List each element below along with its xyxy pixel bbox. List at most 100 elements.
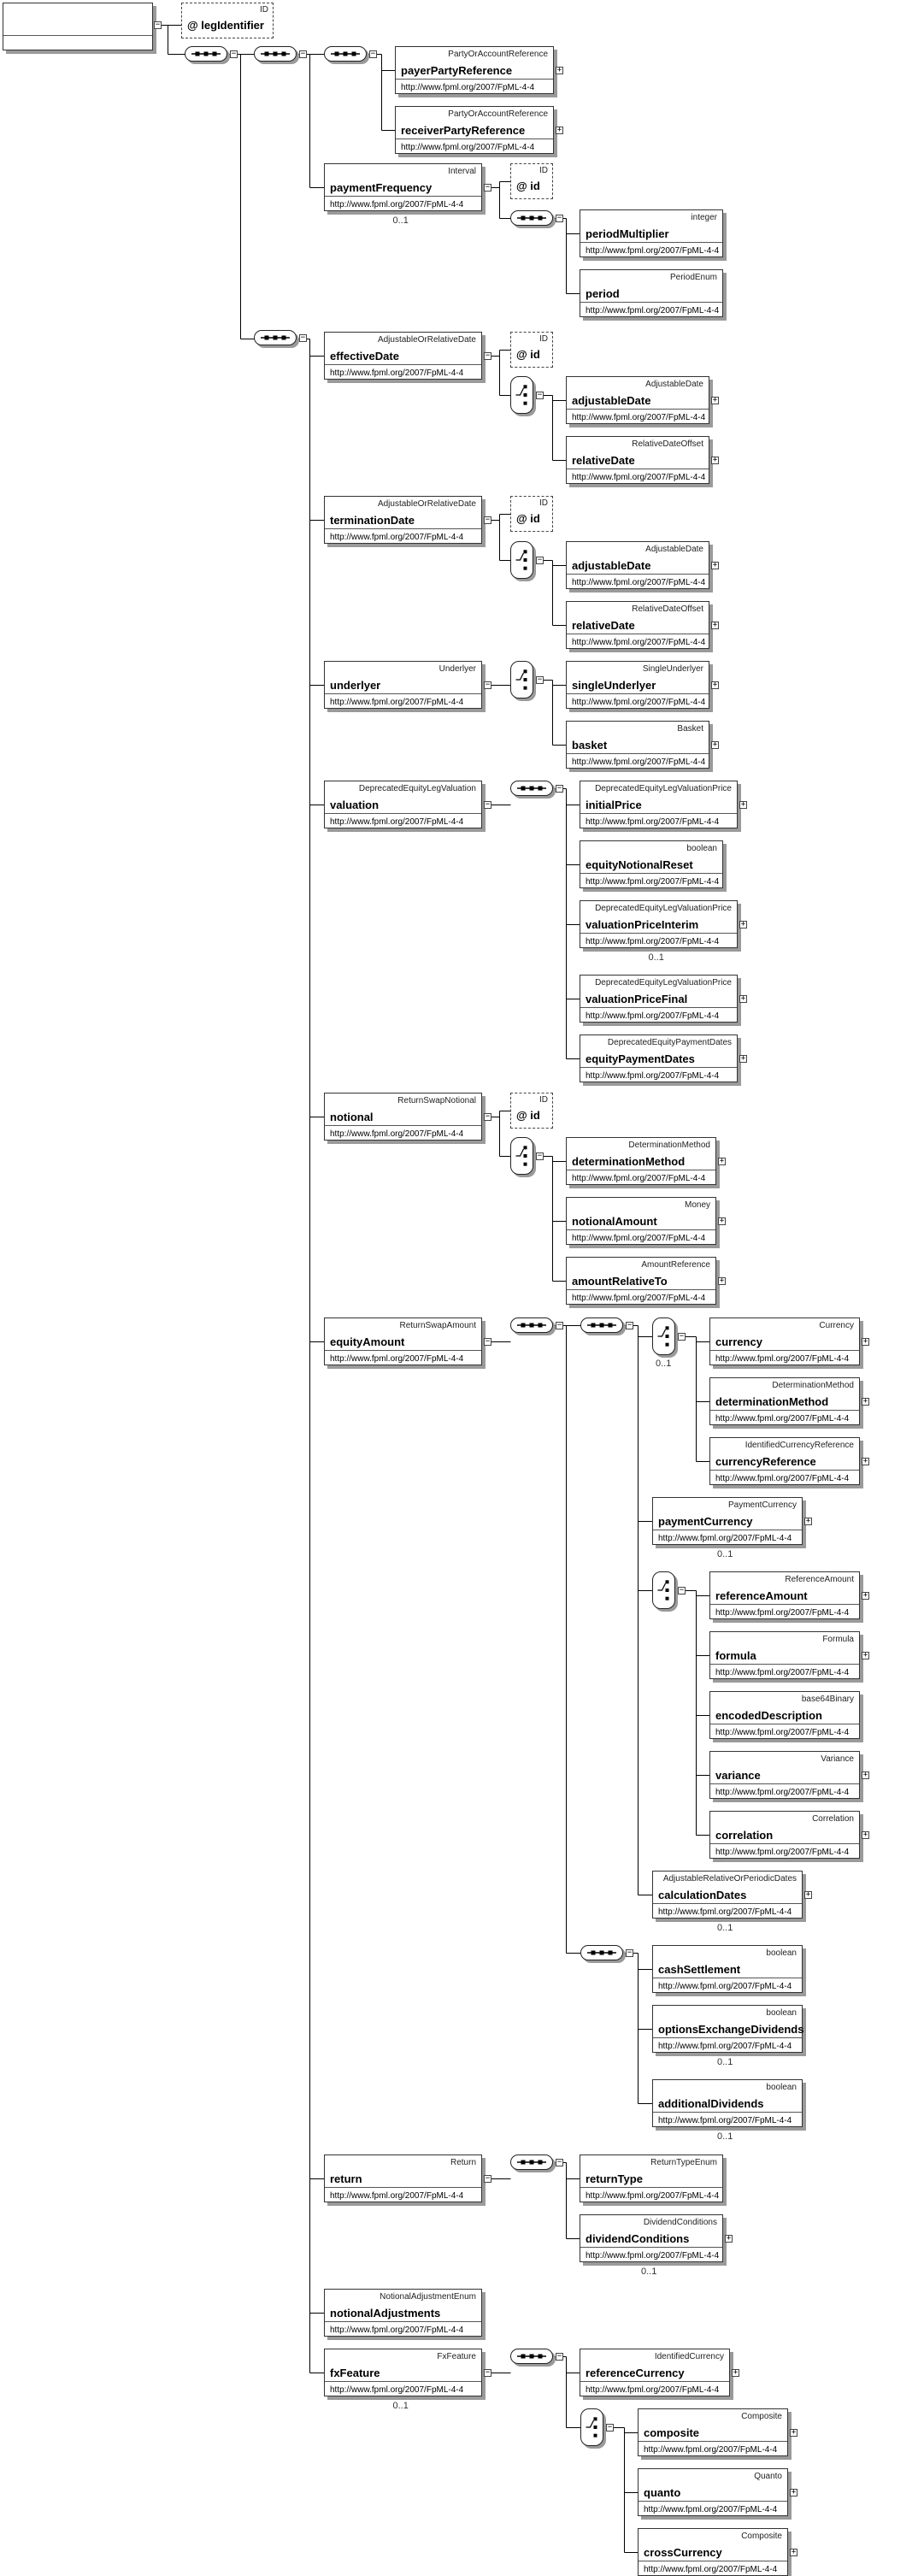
expand-toggle[interactable]: + [711,621,719,629]
sequence-compositor[interactable] [510,2155,553,2170]
collapse-toggle[interactable]: − [678,1332,686,1341]
collapse-toggle[interactable]: − [299,50,307,58]
sequence-compositor[interactable] [510,210,553,226]
collapse-toggle[interactable]: − [536,1152,544,1160]
expand-toggle[interactable]: + [718,1157,726,1165]
expand-toggle[interactable]: + [790,2488,797,2496]
expand-toggle[interactable]: + [862,1830,869,1839]
collapse-toggle[interactable]: − [369,50,377,58]
sequence-compositor[interactable] [510,1317,553,1333]
choice-compositor[interactable] [652,1571,675,1609]
sequence-compositor[interactable] [510,2349,553,2364]
attribute-td-id[interactable]: ID@ id [510,496,553,532]
expand-toggle[interactable]: + [862,1457,869,1465]
collapse-toggle[interactable]: − [556,2158,563,2166]
collapse-toggle[interactable]: − [626,1321,633,1329]
expand-toggle[interactable]: + [556,126,563,134]
collapse-toggle[interactable]: − [154,21,162,29]
choice-compositor[interactable] [510,1137,533,1175]
expand-toggle[interactable]: + [862,1591,869,1600]
expand-toggle[interactable]: + [862,1771,869,1779]
expand-toggle[interactable]: + [739,1054,747,1063]
sequence-compositor[interactable] [254,46,297,62]
expand-toggle[interactable]: + [862,1651,869,1659]
sequence-compositor[interactable] [254,330,297,345]
expand-toggle[interactable]: + [711,456,719,464]
choice-compositor[interactable] [510,541,533,579]
collapse-toggle[interactable]: − [606,2423,614,2432]
expand-toggle[interactable]: + [711,396,719,404]
collapse-toggle[interactable]: − [484,516,491,524]
collapse-toggle[interactable]: − [484,1112,491,1121]
collapse-toggle[interactable]: − [484,681,491,689]
collapse-toggle[interactable]: − [626,1948,633,1957]
collapse-toggle[interactable]: − [556,1321,563,1329]
attribute-pf-id[interactable]: ID@ id [510,163,553,199]
collapse-toggle[interactable]: − [536,391,544,399]
expand-toggle[interactable]: + [739,920,747,928]
collapse-toggle[interactable]: − [678,1586,686,1595]
expand-toggle[interactable]: + [732,2368,739,2377]
collapse-toggle[interactable]: − [556,2352,563,2361]
expand-toggle[interactable]: + [718,1217,726,1225]
expand-toggle[interactable]: + [739,800,747,809]
expand-toggle[interactable]: + [556,66,563,74]
collapse-toggle[interactable]: − [556,784,563,793]
expand-toggle[interactable]: + [739,994,747,1003]
collapse-toggle[interactable]: − [484,1337,491,1346]
expand-toggle[interactable]: + [711,740,719,749]
root-element-equityLeg[interactable] [3,3,153,50]
sequence-compositor[interactable] [185,46,227,62]
expand-toggle[interactable]: + [862,1337,869,1346]
choice-compositor[interactable] [652,1317,675,1355]
sequence-compositor[interactable] [580,1317,623,1333]
collapse-toggle[interactable]: − [556,214,563,222]
expand-toggle[interactable]: + [711,681,719,689]
sequence-compositor[interactable] [510,781,553,796]
expand-toggle[interactable]: + [804,1890,812,1899]
collapse-toggle[interactable]: − [536,556,544,564]
expand-toggle[interactable]: + [790,2548,797,2556]
expand-toggle[interactable]: + [862,1397,869,1406]
expand-toggle[interactable]: + [725,2234,733,2243]
collapse-toggle[interactable]: − [299,333,307,342]
collapse-toggle[interactable]: − [484,351,491,360]
choice-compositor[interactable] [510,376,533,414]
